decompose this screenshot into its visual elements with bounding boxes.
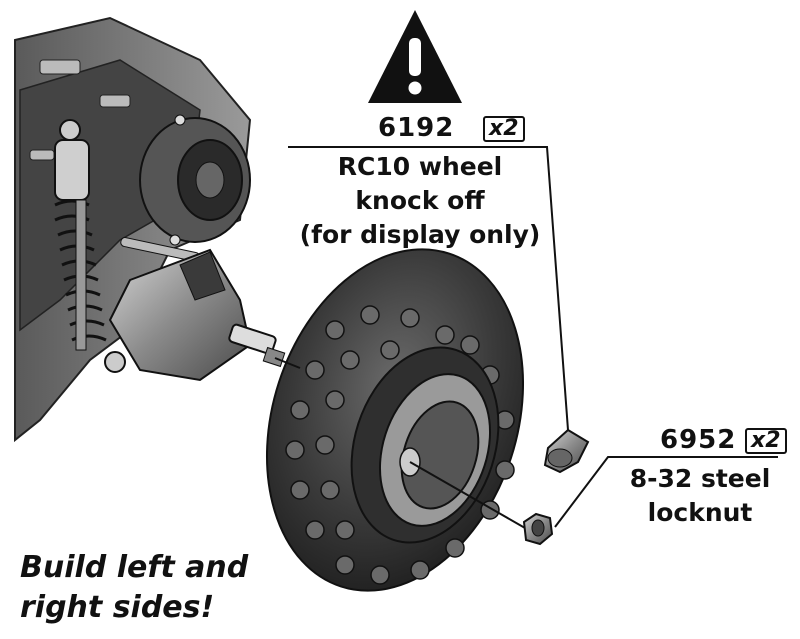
locknut-part-icon <box>522 512 554 546</box>
description-line: locknut <box>647 498 753 527</box>
knock-off-part-icon <box>543 428 590 474</box>
description-line: (for display only) <box>299 220 541 249</box>
part-number-6192: 6192 <box>378 113 455 143</box>
part-number-6952: 6952 <box>660 425 737 455</box>
chassis-illustration <box>14 16 286 443</box>
part-description-6192: RC10 wheel knock off (for display only) <box>280 150 560 252</box>
description-line: 8-32 steel <box>629 464 771 493</box>
warning-triangle-icon <box>368 10 462 103</box>
note-line: Build left and <box>20 550 249 585</box>
part-description-6952: 8-32 steel locknut <box>610 462 790 530</box>
note-line: right sides! <box>20 590 215 625</box>
quantity-badge-6952: x2 <box>745 428 787 454</box>
tire-illustration <box>265 248 525 592</box>
description-line: RC10 wheel <box>337 152 503 181</box>
callout-leader-lines <box>288 146 778 528</box>
build-instruction-note: Build left and right sides! <box>20 548 248 628</box>
description-line: knock off <box>355 186 485 215</box>
quantity-badge-6192: x2 <box>483 116 525 142</box>
assembly-guide-lines <box>274 357 526 529</box>
